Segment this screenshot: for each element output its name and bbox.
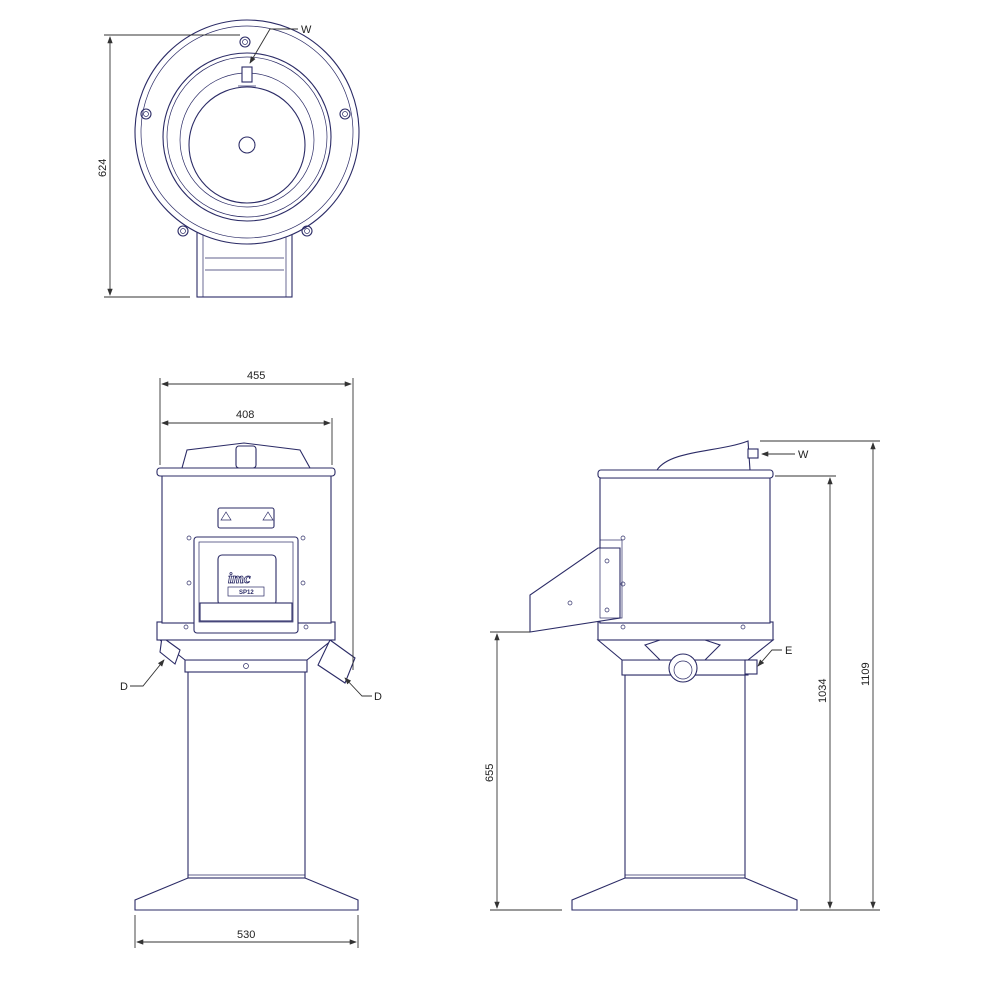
brand-logo: imc bbox=[228, 571, 251, 587]
front-view: imc SP12 D D 455 408 530 bbox=[120, 370, 382, 948]
label-drain-right: D bbox=[374, 691, 382, 703]
dim-width-body: 408 bbox=[236, 409, 254, 421]
bolt-holes bbox=[140, 36, 351, 237]
label-water-top: W bbox=[301, 24, 312, 36]
model-label: SP12 bbox=[239, 590, 254, 596]
dim-body-height: 1034 bbox=[817, 679, 829, 703]
side-view: W E 655 1034 1109 bbox=[484, 440, 880, 911]
label-electric: E bbox=[785, 645, 792, 657]
dim-width-overall: 455 bbox=[247, 370, 265, 382]
top-view: W 624 bbox=[97, 19, 360, 298]
label-drain-left: D bbox=[120, 681, 128, 693]
dim-work-height: 655 bbox=[484, 764, 496, 782]
dim-depth: 624 bbox=[97, 159, 109, 177]
dim-total-height: 1109 bbox=[860, 662, 872, 686]
dim-base-width: 530 bbox=[237, 929, 255, 941]
label-water-side: W bbox=[798, 449, 809, 461]
